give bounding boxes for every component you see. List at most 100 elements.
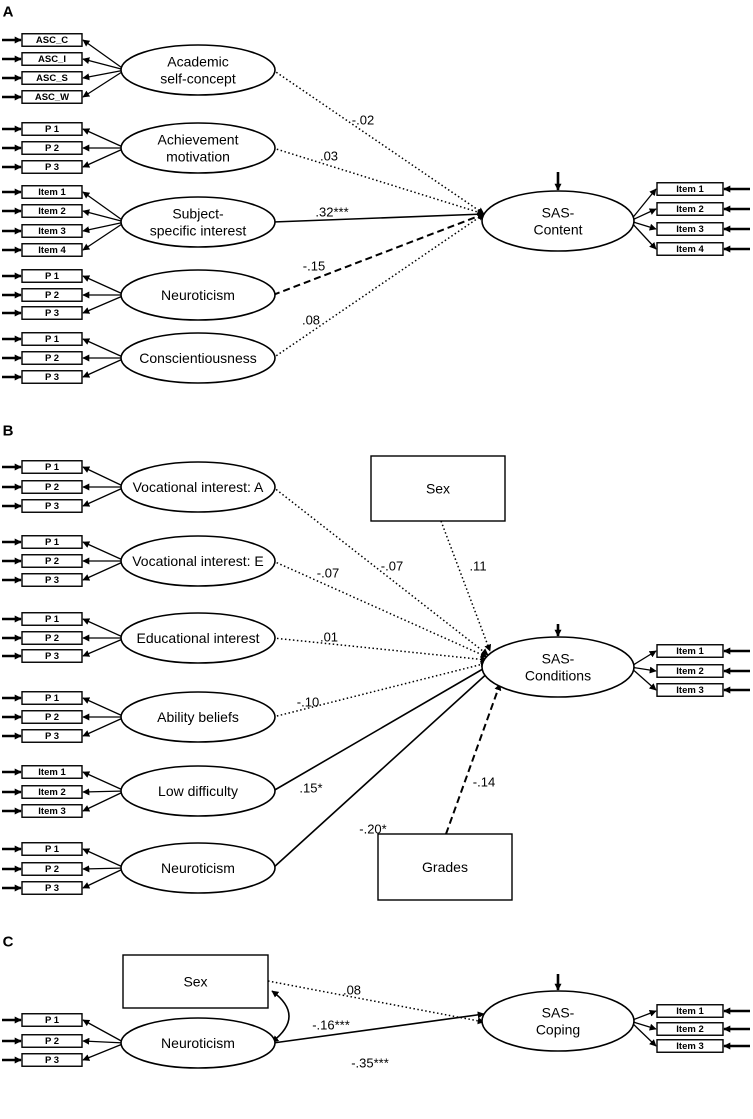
path-coefficient: -.07 — [317, 566, 339, 581]
loading-arrow — [82, 1019, 126, 1044]
indicator-box — [21, 710, 83, 724]
regression-path — [272, 560, 488, 658]
path-coefficient: .03 — [320, 149, 338, 164]
indicator-label: P 1 — [45, 462, 60, 473]
indicator-box — [21, 535, 83, 549]
indicator-box — [21, 1053, 83, 1067]
path-coefficient: -.02 — [352, 113, 374, 128]
indicator-box — [21, 122, 83, 136]
indicator-box — [656, 222, 724, 236]
indicator-label: P 2 — [45, 143, 59, 154]
indicator-label: Item 2 — [38, 787, 65, 798]
observed-box — [370, 455, 506, 522]
predictor-indicator: P 2 — [21, 141, 83, 155]
regression-path — [272, 661, 488, 718]
latent-ellipse — [120, 196, 276, 248]
indicator-box — [21, 881, 83, 895]
indicator-box — [21, 306, 83, 320]
regression-path — [272, 210, 485, 223]
panel-letter: A — [3, 4, 14, 21]
observed-predictor: Sex — [370, 455, 506, 522]
latent-ellipse — [120, 269, 276, 321]
loading-arrow — [82, 466, 126, 488]
predictor-latent: Neuroticism — [120, 842, 276, 894]
loading-arrow — [82, 716, 126, 737]
regression-path — [445, 683, 502, 835]
loading-arrow — [82, 221, 126, 234]
indicator-box — [21, 729, 83, 743]
predictor-indicator: P 2 — [21, 480, 83, 494]
indicator-label: P 3 — [45, 575, 59, 586]
predictor-indicator: P 2 — [21, 710, 83, 724]
predictor-indicator: P 3 — [21, 499, 83, 513]
regression-path — [272, 1011, 485, 1044]
loading-arrow — [82, 128, 126, 149]
latent-ellipse — [120, 765, 276, 817]
indicator-label: Item 4 — [38, 245, 66, 256]
indicator-label: P 2 — [45, 556, 59, 567]
indicator-label: P 3 — [45, 731, 59, 742]
indicator-label: Item 2 — [676, 1024, 703, 1035]
predictor-indicator: Item 2 — [21, 785, 83, 799]
predictor-latent: Vocational interest: A — [120, 461, 276, 513]
indicator-box — [21, 90, 83, 104]
regression-path — [272, 669, 492, 869]
latent-ellipse — [481, 990, 635, 1052]
path-coefficient: .32*** — [315, 205, 348, 220]
loading-arrow — [82, 338, 126, 359]
latent-label: Ability beliefs — [157, 709, 239, 725]
loading-arrow — [82, 209, 126, 223]
predictor-indicator: P 2 — [21, 862, 83, 876]
path-coefficient: -.15 — [303, 259, 325, 274]
observed-predictor: Grades — [377, 833, 513, 901]
loading-arrow — [82, 618, 126, 639]
indicator-label: ASC_S — [36, 73, 68, 84]
indicator-box — [21, 612, 83, 626]
path-coefficient: .08 — [343, 983, 361, 998]
panel-letter: C — [3, 934, 14, 951]
observed-label: Sex — [426, 481, 450, 497]
indicator-label: Item 3 — [38, 226, 65, 237]
loading-arrow — [82, 788, 126, 796]
indicator-label: Item 3 — [38, 806, 65, 817]
indicator-label: P 2 — [45, 482, 59, 493]
loading-arrow — [82, 560, 126, 581]
indicator-label: P 2 — [45, 1036, 59, 1047]
loading-arrow — [82, 147, 126, 168]
indicator-box — [21, 288, 83, 302]
outcome-indicator: Item 2 — [656, 1022, 724, 1036]
latent-label: Neuroticism — [161, 287, 235, 303]
indicator-label: P 3 — [45, 651, 59, 662]
indicator-label: P 1 — [45, 334, 60, 345]
predictor-indicator: P 1 — [21, 691, 83, 705]
path-coefficient: -.10 — [297, 695, 319, 710]
indicator-box — [21, 480, 83, 494]
predictor-indicator: Item 2 — [21, 204, 83, 218]
predictor-indicator: P 1 — [21, 1013, 83, 1027]
latent-ellipse — [120, 535, 276, 587]
regression-path — [272, 486, 489, 656]
loading-arrow — [82, 848, 126, 869]
loading-arrow — [82, 865, 126, 873]
indicator-box — [656, 683, 724, 697]
indicator-box — [21, 460, 83, 474]
indicator-box — [656, 242, 724, 256]
indicator-box — [656, 644, 724, 658]
predictor-indicator: Item 1 — [21, 765, 83, 779]
outcome-indicator: Item 1 — [656, 644, 724, 658]
indicator-label: Item 2 — [38, 206, 65, 217]
indicator-box — [21, 332, 83, 346]
indicator-box — [21, 842, 83, 856]
indicator-label: Item 4 — [676, 244, 704, 255]
indicator-label: ASC_I — [38, 54, 66, 65]
loading-arrow — [82, 69, 126, 81]
loading-arrow — [82, 39, 126, 71]
outcome-indicator: Item 3 — [656, 1039, 724, 1053]
predictor-latent: Neuroticism — [120, 1017, 276, 1069]
indicator-box — [21, 785, 83, 799]
indicator-label: P 1 — [45, 693, 60, 704]
latent-label: motivation — [166, 149, 230, 165]
